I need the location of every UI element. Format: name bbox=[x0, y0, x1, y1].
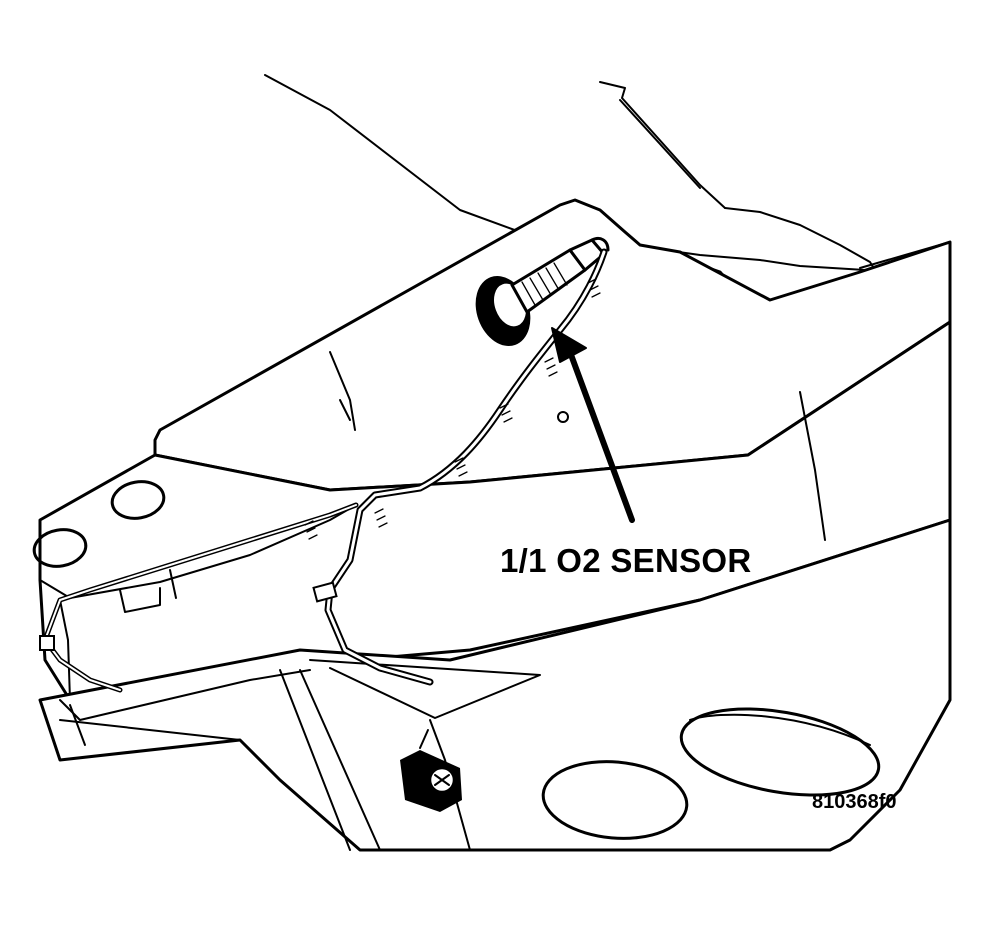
figure-id: 810368f0 bbox=[812, 791, 897, 813]
callout-label: 1/1 O2 SENSOR bbox=[500, 542, 752, 579]
o2-sensor bbox=[475, 236, 610, 346]
lower-skid-plate bbox=[38, 518, 952, 852]
callout-leader-arrow bbox=[551, 327, 635, 523]
bracket-hole bbox=[557, 411, 569, 423]
mounting-bolt bbox=[400, 729, 462, 812]
sensor-wire-harness bbox=[39, 248, 608, 693]
